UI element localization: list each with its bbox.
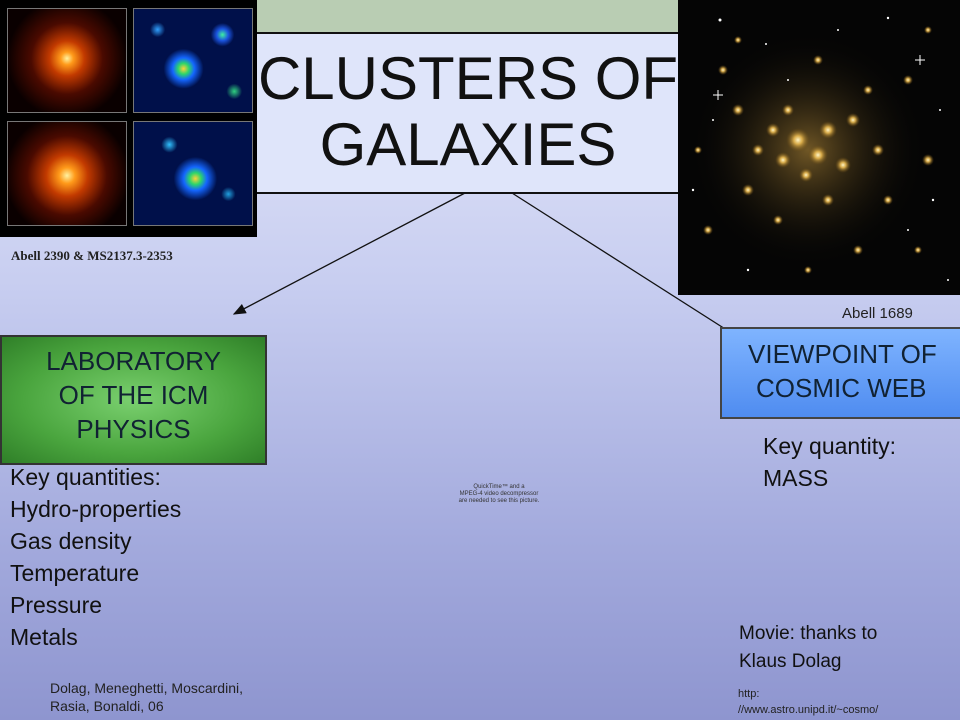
quicktime-notice-line-1: QuickTime™ and a [473, 484, 525, 490]
references: Dolag, Meneghetti, Moscardini, Rasia, Bo… [50, 679, 243, 715]
viewpoint-line-1: VIEWPOINT OF [748, 339, 937, 369]
references-line-1: Dolag, Meneghetti, Moscardini, [50, 680, 243, 696]
website-link[interactable]: http: //www.astro.unipd.it/~cosmo/ [738, 686, 878, 718]
cluster-images-panel [0, 0, 257, 237]
title-line-1: CLUSTERS OF [257, 45, 679, 112]
right-image-caption: Abell 1689 [842, 305, 913, 322]
title-line-2: GALAXIES [319, 111, 617, 178]
quantity-item: Temperature [10, 560, 140, 586]
movie-credit-line-2: Klaus Dolag [739, 651, 842, 672]
laboratory-line-2: OF THE ICM [58, 380, 209, 410]
movie-credit-line-1: Movie: thanks to [739, 623, 878, 644]
galaxy-field-graphic [678, 0, 960, 295]
laboratory-box: LABORATORY OF THE ICM PHYSICS [0, 335, 267, 465]
right-quantities-heading: Key quantity: [763, 433, 896, 459]
movie-credit: Movie: thanks to Klaus Dolag [739, 620, 877, 676]
arrow-to-viewpoint [511, 192, 746, 342]
movie-placeholder[interactable]: QuickTime™ and a MPEG-4 video decompress… [444, 484, 554, 506]
quantity-item: Hydro-properties [10, 496, 182, 522]
quantity-item: Metals [10, 624, 78, 650]
slide-title: CLUSTERS OF GALAXIES [248, 46, 688, 178]
left-quantities: Key quantities: Hydro-properties Gas den… [10, 461, 181, 653]
laboratory-line-3: PHYSICS [76, 414, 191, 444]
references-line-2: Rasia, Bonaldi, 06 [50, 698, 164, 714]
laboratory-line-1: LABORATORY [46, 346, 221, 376]
quantity-item: Pressure [10, 592, 103, 618]
url-line-2: //www.astro.unipd.it/~cosmo/ [738, 704, 879, 716]
url-line-1: http: [738, 688, 760, 700]
left-image-caption: Abell 2390 & MS2137.3-2353 [11, 248, 173, 263]
lensing-image-ms2137 [133, 121, 253, 226]
quicktime-notice-line-3: are needed to see this picture. [458, 498, 540, 504]
hubble-image-abell1689 [678, 0, 960, 295]
quicktime-notice-line-2: MPEG-4 video decompressor [459, 491, 539, 497]
arrow-to-laboratory [232, 192, 466, 315]
quantity-item: Gas density [10, 528, 132, 554]
right-quantities-value: MASS [763, 465, 829, 491]
title-box: CLUSTERS OF GALAXIES [248, 32, 688, 194]
xray-image-abell2390 [7, 8, 127, 113]
viewpoint-line-2: COSMIC WEB [756, 373, 927, 403]
viewpoint-box: VIEWPOINT OF COSMIC WEB [720, 327, 960, 419]
xray-image-ms2137 [7, 121, 127, 226]
right-quantities: Key quantity: MASS [763, 430, 896, 494]
lensing-image-abell2390 [133, 8, 253, 113]
left-quantities-heading: Key quantities: [10, 464, 161, 490]
